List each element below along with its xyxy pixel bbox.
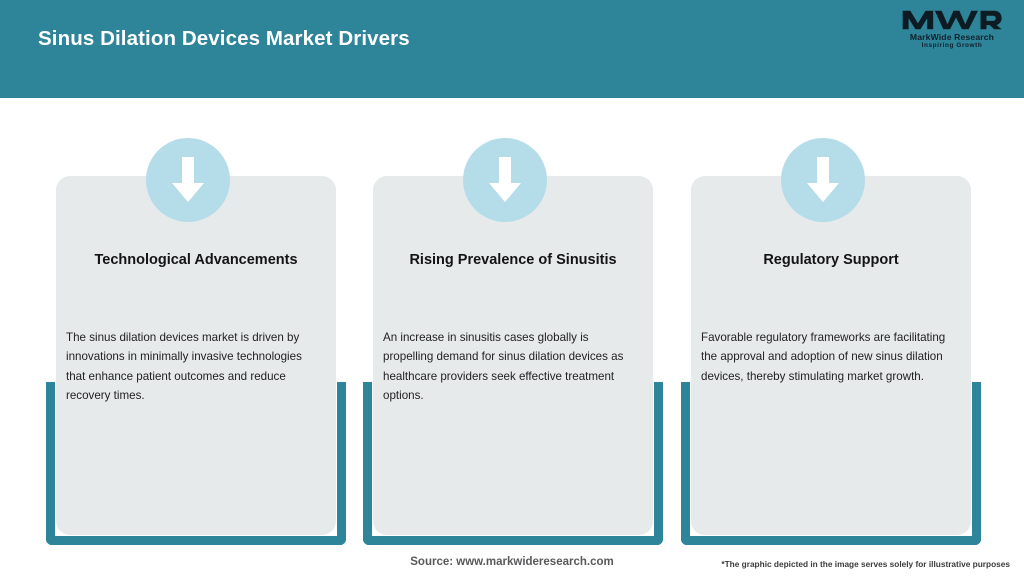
driver-card[interactable]: Technological Advancements The sinus dil… xyxy=(46,138,346,548)
arrow-down-glyph xyxy=(489,157,521,202)
page-title: Sinus Dilation Devices Market Drivers xyxy=(38,27,410,50)
disclaimer-note: *The graphic depicted in the image serve… xyxy=(721,559,1010,569)
logo-company-name: MarkWide Research xyxy=(909,32,995,42)
card-panel xyxy=(373,176,653,535)
card-title: Regulatory Support xyxy=(763,252,899,268)
card-description: The sinus dilation devices market is dri… xyxy=(66,331,302,403)
arrow-down-icon xyxy=(146,138,230,222)
card-panel xyxy=(56,176,336,535)
card-panel xyxy=(691,176,971,535)
arrow-down-glyph xyxy=(172,157,204,202)
driver-card[interactable]: Regulatory Support Favorable regulatory … xyxy=(681,138,981,548)
card-title: Technological Advancements xyxy=(94,252,298,268)
driver-card[interactable]: Rising Prevalence of Sinusitis An increa… xyxy=(363,138,663,548)
mwr-monogram-icon xyxy=(902,10,1002,30)
logo-tagline: Inspiring Growth xyxy=(921,42,983,49)
arrow-down-icon xyxy=(781,138,865,222)
card-teal-backing xyxy=(363,382,663,545)
source-label: Source: www.markwideresearch.com xyxy=(410,556,614,568)
card-description: Favorable regulatory frameworks are faci… xyxy=(701,331,946,383)
page-header: Sinus Dilation Devices Market Drivers Ma… xyxy=(0,0,1024,98)
card-description: An increase in sinusitis cases globally … xyxy=(383,331,624,403)
arrow-down-icon xyxy=(463,138,547,222)
brand-logo: MarkWide Research Inspiring Growth xyxy=(898,9,1006,61)
card-teal-backing xyxy=(681,382,981,545)
card-teal-backing xyxy=(46,382,346,545)
arrow-down-glyph xyxy=(807,157,839,202)
card-title: Rising Prevalence of Sinusitis xyxy=(409,252,617,268)
